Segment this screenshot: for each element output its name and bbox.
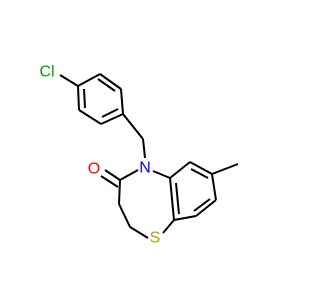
bond-ring2-c2-c3 bbox=[189, 161, 213, 175]
bond-ring1-c3-c4 bbox=[77, 73, 101, 87]
bond-s-aromatic-c bbox=[162, 219, 175, 234]
bond-ring2-c5-c6 bbox=[173, 215, 197, 221]
bond-ring2-c2-c3-inner bbox=[190, 168, 209, 179]
bond-ring1-c2-c3-inner bbox=[97, 78, 116, 92]
atom-labels: Cl O N S bbox=[39, 64, 160, 247]
bond-carbonyl-c-o-double bbox=[100, 175, 119, 188]
bond-ring2-c3-c4 bbox=[211, 173, 217, 201]
bond-ch2-s bbox=[129, 226, 149, 239]
bond-ring2-c4-c5-inner bbox=[193, 198, 211, 212]
bond-ring1-c6-c6-inner bbox=[101, 108, 119, 118]
bond-ring1-c4-c5-inner bbox=[83, 88, 86, 109]
bond-n-carbonyl-c bbox=[119, 169, 139, 181]
bond-ch2-ch2 bbox=[118, 203, 131, 228]
bond-ring1-c4-c5 bbox=[77, 85, 80, 111]
chlorine-atom-label: Cl bbox=[39, 64, 54, 81]
bond-ring1-c1-c2 bbox=[120, 88, 124, 115]
bond-n-aromatic-c bbox=[152, 170, 171, 179]
bond-carbonyl-c-o bbox=[104, 169, 121, 181]
bond-ring2-methyl bbox=[211, 163, 239, 175]
bond-carbonyl-c-ch2 bbox=[118, 179, 121, 205]
sulfur-atom-label: S bbox=[150, 230, 161, 247]
bond-c4-cl bbox=[59, 74, 79, 87]
bonds bbox=[59, 73, 239, 239]
bond-ring1-c2-c3 bbox=[99, 73, 122, 90]
bond-ring2-c1-c2 bbox=[169, 161, 191, 179]
bond-ring1-c5-c6 bbox=[78, 109, 102, 125]
bond-ring2-c4-c5 bbox=[195, 199, 217, 217]
oxygen-atom-label: O bbox=[88, 161, 100, 178]
bond-ring2-c6-c1 bbox=[169, 177, 175, 221]
chemical-structure-diagram: Cl O N S bbox=[39, 64, 239, 247]
bond-ring2-c6-c1-inner bbox=[175, 182, 180, 215]
nitrogen-atom-label: N bbox=[139, 160, 151, 177]
bond-ch2-n bbox=[142, 138, 146, 159]
bond-ring1-c1-c6 bbox=[100, 113, 124, 125]
bond-ring1-ch2 bbox=[122, 113, 144, 140]
